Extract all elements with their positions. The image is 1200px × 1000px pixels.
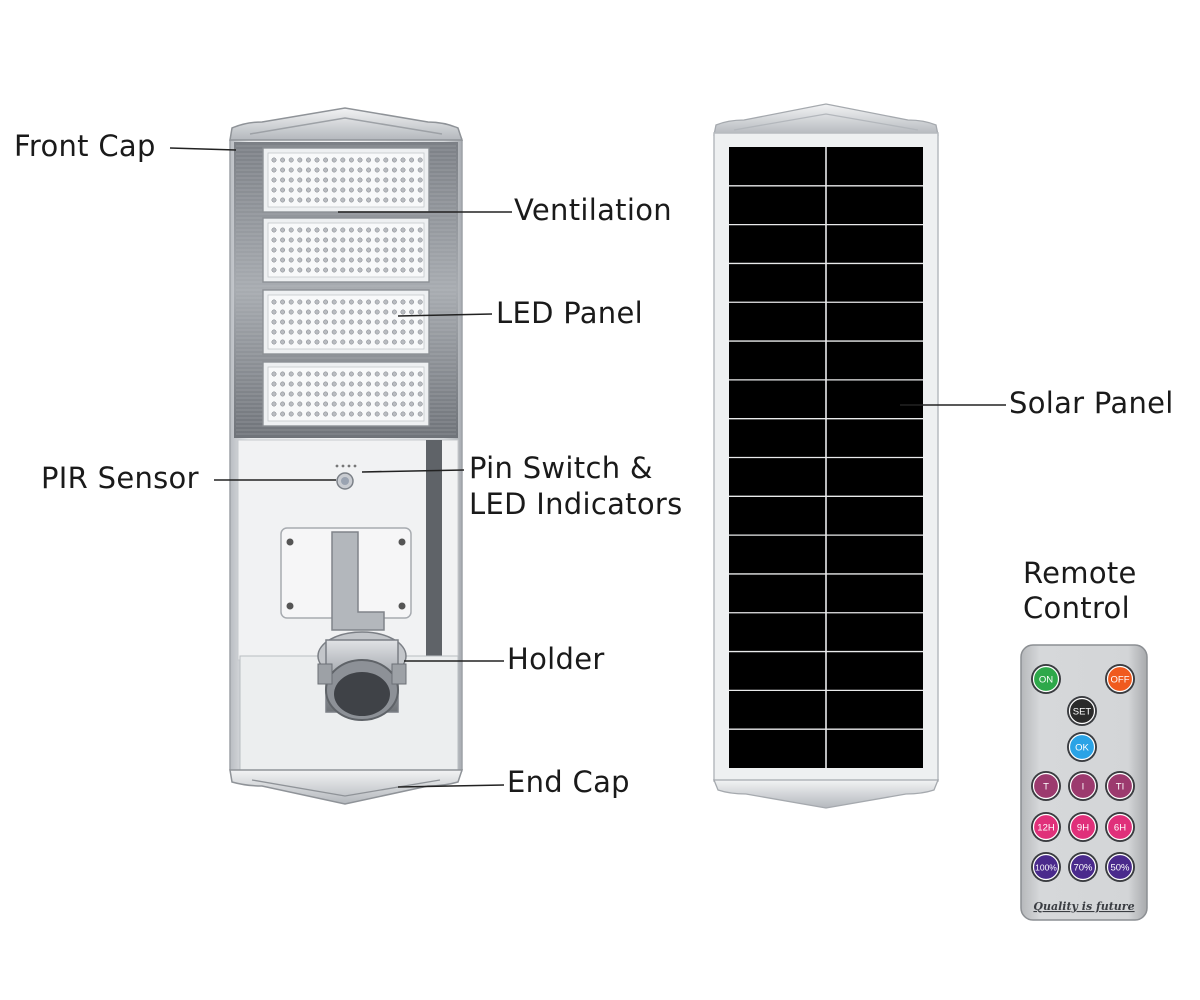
brightness-70-button[interactable]: 70% <box>1068 852 1098 882</box>
led-module <box>262 361 430 427</box>
label-remote-line2: Control <box>1023 591 1130 625</box>
led-indicators <box>335 464 357 468</box>
off-button[interactable]: OFF <box>1105 664 1135 694</box>
label-solar-panel: Solar Panel <box>1009 386 1174 420</box>
end-cap <box>229 769 464 805</box>
timer-i-button-label: I <box>1082 782 1085 793</box>
leader-end-cap <box>397 784 505 788</box>
brightness-50-button-label: 50% <box>1110 863 1130 874</box>
leader-pin-switch <box>361 469 465 473</box>
on-button[interactable]: ON <box>1031 664 1061 694</box>
label-end-cap: End Cap <box>507 765 630 799</box>
led-module <box>262 147 430 213</box>
timer-t-button[interactable]: T <box>1031 771 1061 801</box>
label-front-cap: Front Cap <box>14 129 156 163</box>
label-ventilation: Ventilation <box>514 193 672 227</box>
led-module <box>262 289 430 355</box>
timer-i-button[interactable]: I <box>1068 771 1098 801</box>
street-light-front <box>229 107 464 805</box>
label-pir-sensor: PIR Sensor <box>41 461 199 495</box>
front-cap <box>229 107 464 141</box>
holder-arm <box>331 531 385 631</box>
hours-9h-button-label: 9H <box>1077 823 1089 834</box>
hours-12h-button-label: 12H <box>1037 823 1055 834</box>
ok-button[interactable]: OK <box>1067 732 1097 762</box>
brightness-100-button-label: 100% <box>1035 863 1057 873</box>
on-button-label: ON <box>1039 675 1053 686</box>
timer-t-button-label: T <box>1043 782 1049 793</box>
label-holder: Holder <box>507 642 605 676</box>
set-button-label: SET <box>1073 707 1092 718</box>
label-pin-switch-line1: Pin Switch & <box>469 451 653 485</box>
timer-ti-button[interactable]: TI <box>1105 771 1135 801</box>
hours-6h-button-label: 6H <box>1114 823 1126 834</box>
hours-6h-button[interactable]: 6H <box>1105 812 1135 842</box>
label-pin-switch-line2: LED Indicators <box>469 487 683 521</box>
solar-panel-unit <box>713 103 939 809</box>
label-led-panel: LED Panel <box>496 296 643 330</box>
leader-lines <box>169 147 1006 788</box>
label-remote-line1: Remote <box>1023 556 1137 590</box>
brightness-100-button[interactable]: 100% <box>1031 852 1061 882</box>
solar-top-cap <box>713 103 939 136</box>
set-button[interactable]: SET <box>1067 696 1097 726</box>
led-panel <box>262 147 430 427</box>
hours-12h-button[interactable]: 12H <box>1031 812 1061 842</box>
hours-9h-button[interactable]: 9H <box>1068 812 1098 842</box>
led-module <box>262 217 430 283</box>
brightness-70-button-label: 70% <box>1073 863 1093 874</box>
leader-front-cap <box>169 147 237 151</box>
brightness-50-button[interactable]: 50% <box>1105 852 1135 882</box>
ok-button-label: OK <box>1075 743 1089 754</box>
remote-brand-text: Quality is future <box>1033 900 1134 913</box>
timer-ti-button-label: TI <box>1116 782 1124 793</box>
off-button-label: OFF <box>1111 675 1130 686</box>
solar-bottom-cap <box>713 779 939 809</box>
leader-led-panel <box>397 313 493 317</box>
holder <box>317 631 407 721</box>
solar-cell-grid <box>729 147 923 768</box>
